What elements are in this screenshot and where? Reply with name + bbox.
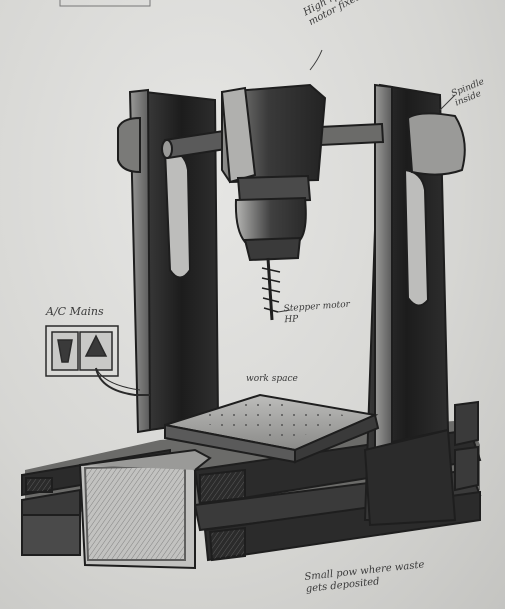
label-ac-mains: A/C Mains [46,306,104,318]
corner-sketch-mark [60,0,150,6]
spindle-head [222,85,325,260]
ac-mains-socket [46,326,150,395]
waste-tray [80,450,210,568]
label-stepper-motor: Stepper motor HP [283,300,351,327]
drill-bit [262,258,280,320]
label-work-space: work space [246,373,298,385]
right-pillar [365,85,465,525]
